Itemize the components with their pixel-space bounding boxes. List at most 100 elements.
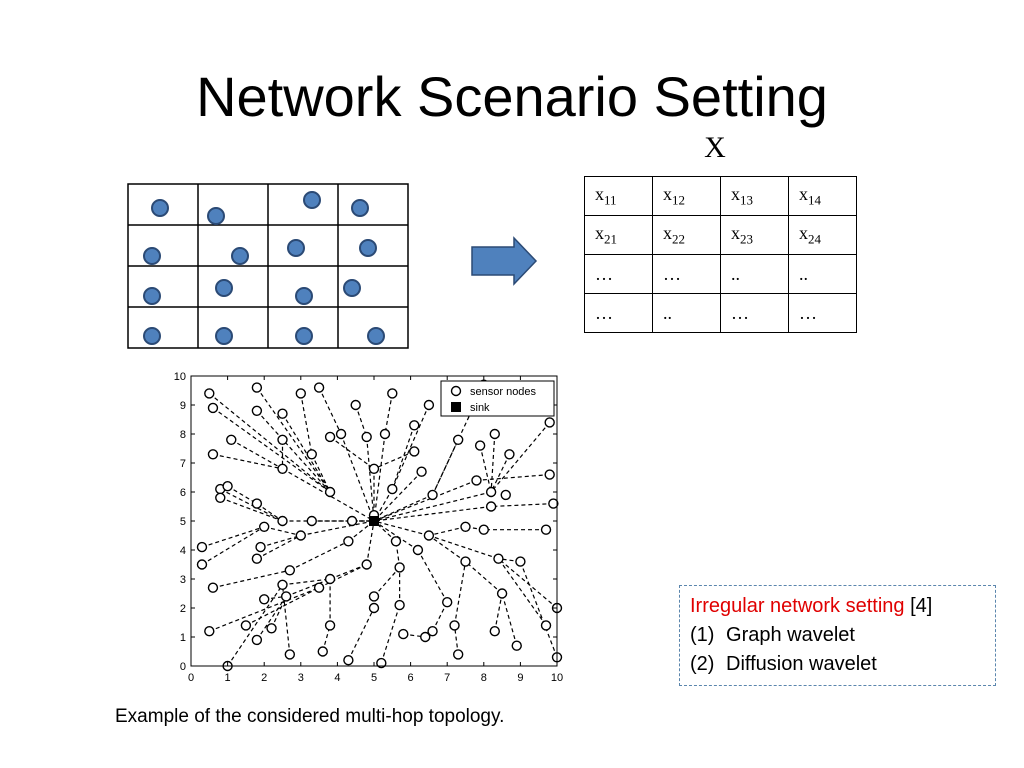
sensor-node — [500, 489, 511, 501]
sensor-node — [204, 388, 215, 399]
sensor-node — [504, 449, 515, 460]
matrix-cell: … — [652, 254, 721, 294]
sensor-node — [295, 530, 306, 541]
sensor-node — [548, 498, 559, 509]
topology-edge — [432, 384, 485, 496]
sensor-node — [251, 634, 263, 646]
sensor-node — [423, 399, 435, 411]
topology-edge — [373, 471, 423, 522]
sensor-node — [251, 498, 263, 509]
sensor-node — [449, 620, 460, 631]
right-arrow-icon — [471, 236, 538, 286]
sensor-node — [343, 536, 354, 547]
sensor-node — [412, 544, 424, 556]
topology-edge — [491, 503, 554, 508]
sensor-node — [544, 469, 555, 480]
sensor-node — [368, 591, 380, 602]
sensor-node — [313, 382, 325, 393]
matrix-cell: x22 — [652, 215, 721, 255]
sensor-node — [452, 434, 464, 445]
grid-node — [143, 327, 161, 345]
sensor-node — [420, 631, 431, 643]
topology-edge — [209, 587, 320, 632]
grid-node — [151, 199, 169, 217]
topology-edge — [208, 392, 331, 493]
matrix-cell: … — [584, 293, 653, 333]
sensor-node — [376, 657, 387, 669]
topology-edge — [366, 436, 375, 522]
sensor-node — [398, 628, 409, 640]
topology-edge — [329, 563, 367, 580]
note-item-2: (2) Diffusion wavelet — [690, 650, 985, 679]
sensor-node — [478, 524, 489, 535]
sensor-node — [427, 489, 438, 501]
topology-edge — [384, 393, 393, 435]
topology-edge — [256, 534, 302, 560]
matrix-cell: … — [720, 293, 789, 333]
sensor-node — [317, 646, 328, 657]
grid-node — [215, 327, 233, 345]
topology-edge — [380, 604, 401, 664]
x-tick-label: 2 — [261, 672, 267, 684]
sensor-node — [215, 492, 226, 503]
note-heading-highlight: Irregular network setting — [690, 595, 905, 617]
matrix-cell: .. — [788, 254, 857, 294]
matrix-cell: … — [584, 254, 653, 294]
sensor-node — [361, 431, 372, 443]
grid-node — [359, 239, 377, 257]
sensor-node — [251, 405, 263, 416]
sensor-node — [460, 521, 471, 532]
sensor-node — [280, 591, 292, 602]
sensor-node — [335, 428, 347, 440]
sensor-node — [379, 428, 391, 440]
sensor-node — [266, 623, 277, 634]
topology-edge — [373, 505, 492, 522]
sensor-node — [196, 541, 208, 553]
sensor-node — [306, 515, 317, 527]
topology-edge — [260, 534, 301, 548]
sensor-node — [259, 594, 270, 605]
topology-edge — [230, 439, 283, 470]
y-tick-label: 8 — [180, 429, 186, 441]
sensor-node — [240, 620, 252, 631]
legend-sink-marker — [451, 402, 461, 412]
x-tick-label: 1 — [225, 672, 231, 684]
topology-edge — [227, 485, 258, 505]
grid-node — [295, 327, 313, 345]
matrix-cell: x23 — [720, 215, 789, 255]
grid-node — [303, 191, 321, 209]
topology-edge — [391, 425, 415, 490]
y-tick-label: 10 — [174, 371, 186, 383]
sensor-node — [511, 640, 522, 651]
grid-node — [143, 247, 161, 265]
sensor-node — [207, 402, 219, 414]
topology-edge — [285, 578, 331, 597]
grid-diagram — [127, 183, 409, 349]
sensor-node — [390, 536, 402, 547]
y-tick-label: 5 — [180, 516, 186, 528]
grid-node — [215, 279, 233, 297]
topology-edge — [347, 607, 375, 661]
sensor-node — [277, 579, 288, 590]
topology-edge — [391, 404, 430, 490]
topology-edge — [373, 567, 401, 597]
matrix-cell: .. — [652, 293, 721, 333]
sensor-node — [207, 582, 219, 593]
sensor-node — [277, 515, 288, 527]
matrix-cell: x21 — [584, 215, 653, 255]
sensor-node — [196, 559, 208, 570]
sensor-node — [409, 446, 420, 457]
topology-edge — [270, 596, 287, 629]
y-tick-label: 2 — [180, 603, 186, 615]
sensor-node — [207, 449, 219, 460]
legend-sensor-marker — [450, 385, 462, 397]
topology-edge — [282, 578, 331, 586]
y-tick-label: 9 — [180, 400, 186, 412]
sensor-node — [324, 620, 336, 631]
topology-edge — [373, 450, 415, 470]
x-tick-label: 3 — [298, 672, 304, 684]
note-item-text: Graph wavelet — [726, 624, 855, 646]
sensor-node — [493, 553, 504, 564]
